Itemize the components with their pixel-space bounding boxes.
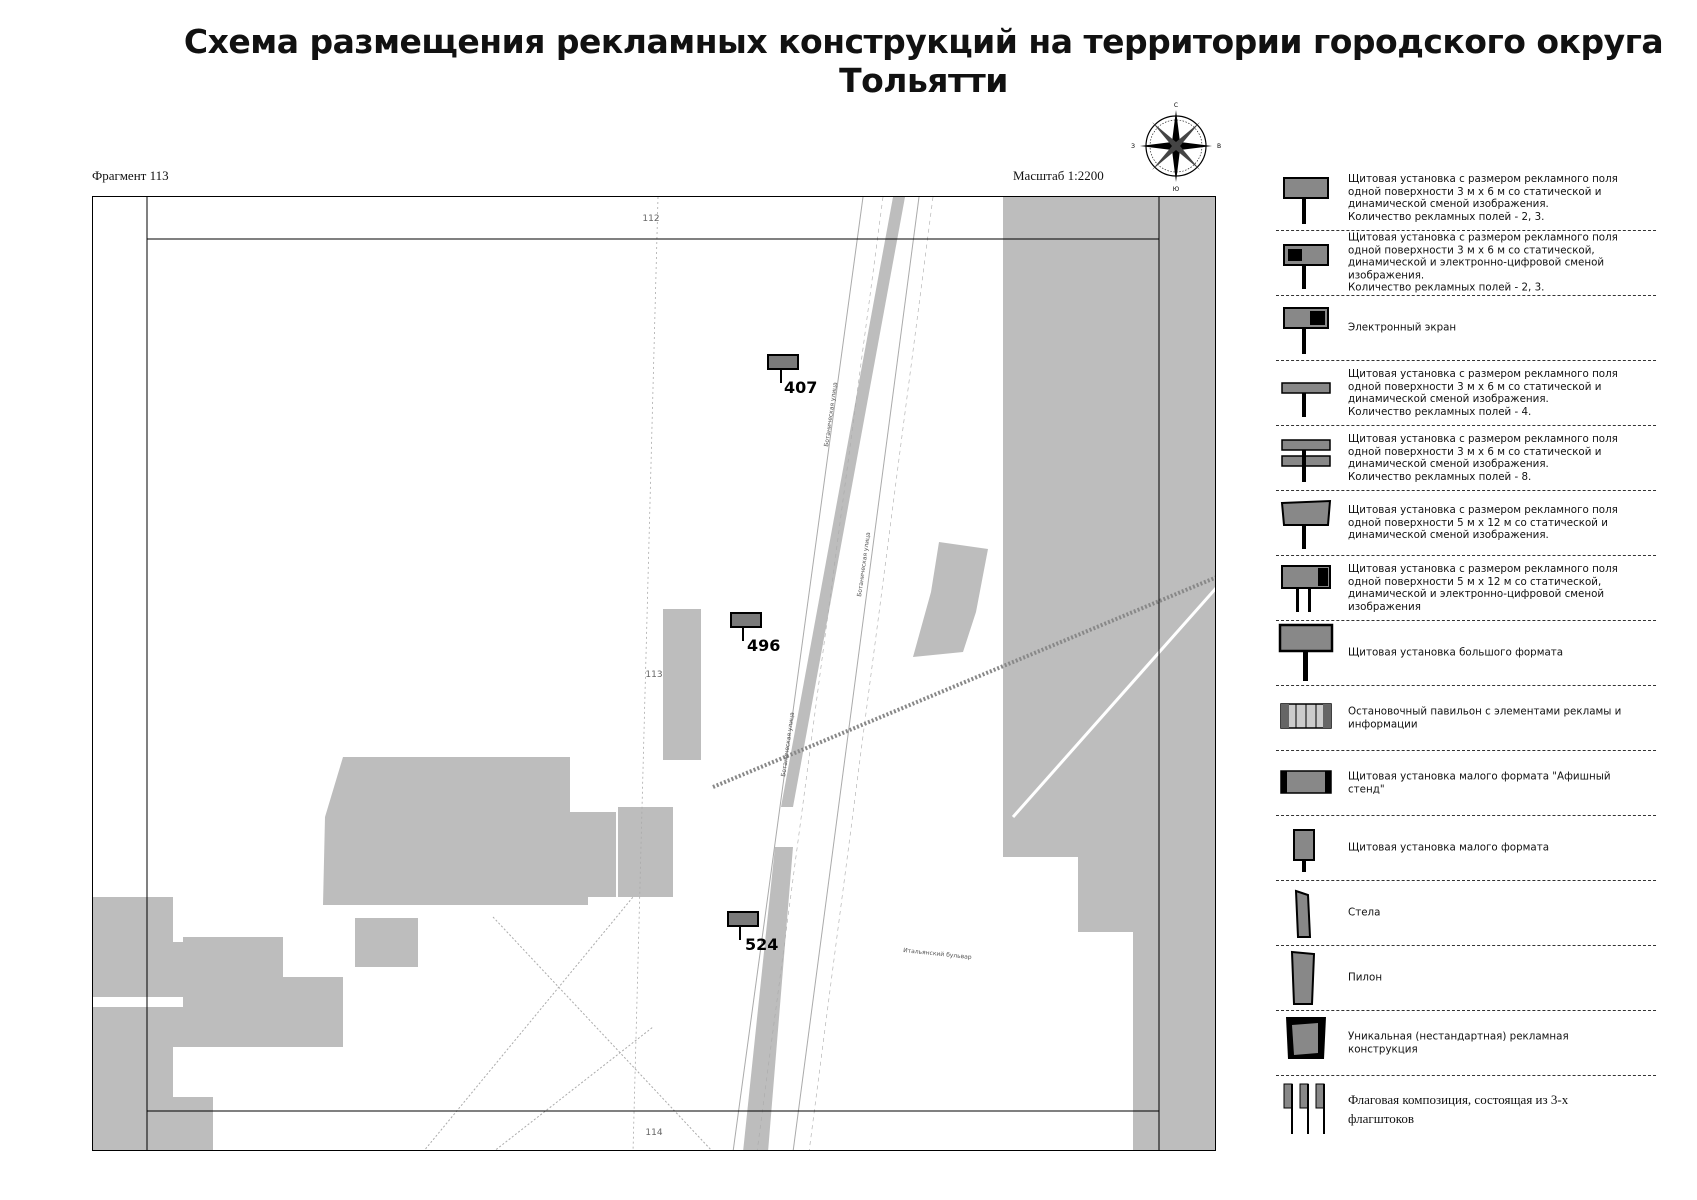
street-italian-boulevard: Итальянский бульвар (903, 947, 972, 961)
flag-composition-icon (1283, 1083, 1325, 1134)
legend-text: Стела (1348, 906, 1381, 919)
building-east-large (1133, 197, 1215, 1150)
legend-item: Щитовая установка с размером рекламного … (1276, 166, 1656, 231)
billboard-5x12-icon (1280, 499, 1332, 549)
compass-rose-icon: С Ю З В (1131, 102, 1221, 192)
scale-label: Масштаб 1:2200 (1013, 168, 1104, 183)
legend-text: Щитовая установка с размером рекламного … (1348, 504, 1618, 542)
legend-text: Электронный экран (1348, 321, 1457, 334)
legend-item: Щитовая установка большого формата (1276, 621, 1656, 686)
small-format-billboard-icon (1293, 829, 1315, 872)
billboard-marker-524[interactable]: 524 (727, 911, 778, 954)
compass-north: С (1174, 102, 1178, 109)
page-title: Схема размещения рекламных конструкций н… (183, 22, 1664, 100)
stela-icon (1294, 889, 1312, 938)
block-number-113: 113 (645, 670, 662, 680)
building-bottom-left (93, 1007, 213, 1150)
billboard-4-fields-icon (1281, 382, 1331, 417)
legend-text: Уникальная (нестандартная) рекламная кон… (1348, 1030, 1569, 1055)
billboard-marker-407[interactable]: 407 (767, 354, 817, 397)
legend-text: Щитовая установка с размером рекламного … (1348, 367, 1618, 418)
building-sport (913, 542, 988, 657)
roads-layer (423, 197, 1215, 1150)
unique-structure-icon (1286, 1017, 1326, 1059)
median-strip-lower (743, 847, 793, 1150)
compass-west: З (1131, 143, 1135, 150)
billboard-3x6-icon (1283, 177, 1329, 224)
legend-text: Щитовая установка с размером рекламного … (1348, 231, 1618, 294)
sign-label-524: 524 (745, 935, 778, 954)
fragment-label: Фрагмент 113 (92, 168, 169, 183)
legend-text: Пилон (1348, 971, 1383, 984)
billboard-3x6-digital-icon (1283, 244, 1329, 289)
building-east-block (1003, 197, 1215, 932)
legend-item: Щитовая установка с размером рекламного … (1276, 231, 1656, 296)
street-botanical-3: Ботаническая улица (856, 531, 872, 597)
legend-text: Щитовая установка большого формата (1348, 646, 1564, 659)
block-number-114: 114 (645, 1128, 662, 1138)
legend-item: Щитовая установка с размером рекламного … (1276, 556, 1656, 621)
billboard-5x12-digital-icon (1281, 565, 1331, 612)
sign-label-407: 407 (784, 378, 817, 397)
legend-text: Щитовая установка с размером рекламного … (1348, 432, 1618, 483)
compass-east: В (1217, 143, 1221, 150)
bus-stop-pavilion-icon (1280, 703, 1332, 729)
legend-item: Щитовая установка малого формата (1276, 816, 1656, 881)
legend: Щитовая установка с размером рекламного … (1276, 166, 1656, 1141)
block-number-112: 112 (642, 214, 659, 224)
billboard-marker-496[interactable]: 496 (730, 612, 780, 655)
inner-frame (146, 197, 1160, 1150)
pylon-icon (1290, 950, 1316, 1005)
legend-text: Флаговая композиция, состоящая из 3-х фл… (1348, 1091, 1569, 1126)
building-small (355, 918, 418, 967)
map-canvas[interactable]: 112 113 114 Итальянский бульвар Ботаниче… (92, 196, 1216, 1151)
legend-text: Щитовая установка малого формата "Афишны… (1348, 770, 1611, 795)
compass-south: Ю (1173, 186, 1180, 192)
legend-text: Остановочный павильон с элементами рекла… (1348, 705, 1622, 730)
building-long-113 (663, 609, 701, 760)
legend-text: Щитовая установка с размером рекламного … (1348, 172, 1618, 223)
legend-item: Уникальная (нестандартная) рекламная кон… (1276, 1011, 1656, 1076)
legend-item: Щитовая установка с размером рекламного … (1276, 491, 1656, 556)
legend-item: Стела (1276, 881, 1656, 946)
sign-label-496: 496 (747, 636, 780, 655)
legend-item: Флаговая композиция, состоящая из 3-х фл… (1276, 1076, 1656, 1141)
electronic-screen-icon (1283, 307, 1329, 354)
building-plaza (323, 757, 616, 905)
poster-stand-icon (1280, 770, 1332, 794)
legend-item: Пилон (1276, 946, 1656, 1011)
street-botanical-1: Ботаническая улица (823, 381, 839, 447)
legend-text: Щитовая установка с размером рекламного … (1348, 562, 1618, 613)
legend-item: Щитовая установка малого формата "Афишны… (1276, 751, 1656, 816)
building-sw-2 (143, 937, 343, 1047)
legend-item: Остановочный павильон с элементами рекла… (1276, 686, 1656, 751)
large-format-billboard-icon (1278, 623, 1334, 681)
legend-item: Щитовая установка с размером рекламного … (1276, 361, 1656, 426)
billboard-8-fields-icon (1281, 439, 1331, 482)
legend-item: Электронный экран (1276, 296, 1656, 361)
legend-text: Щитовая установка малого формата (1348, 841, 1550, 854)
buildings-layer (93, 197, 1215, 1150)
legend-item: Щитовая установка с размером рекламного … (1276, 426, 1656, 491)
building-mid (618, 807, 673, 897)
